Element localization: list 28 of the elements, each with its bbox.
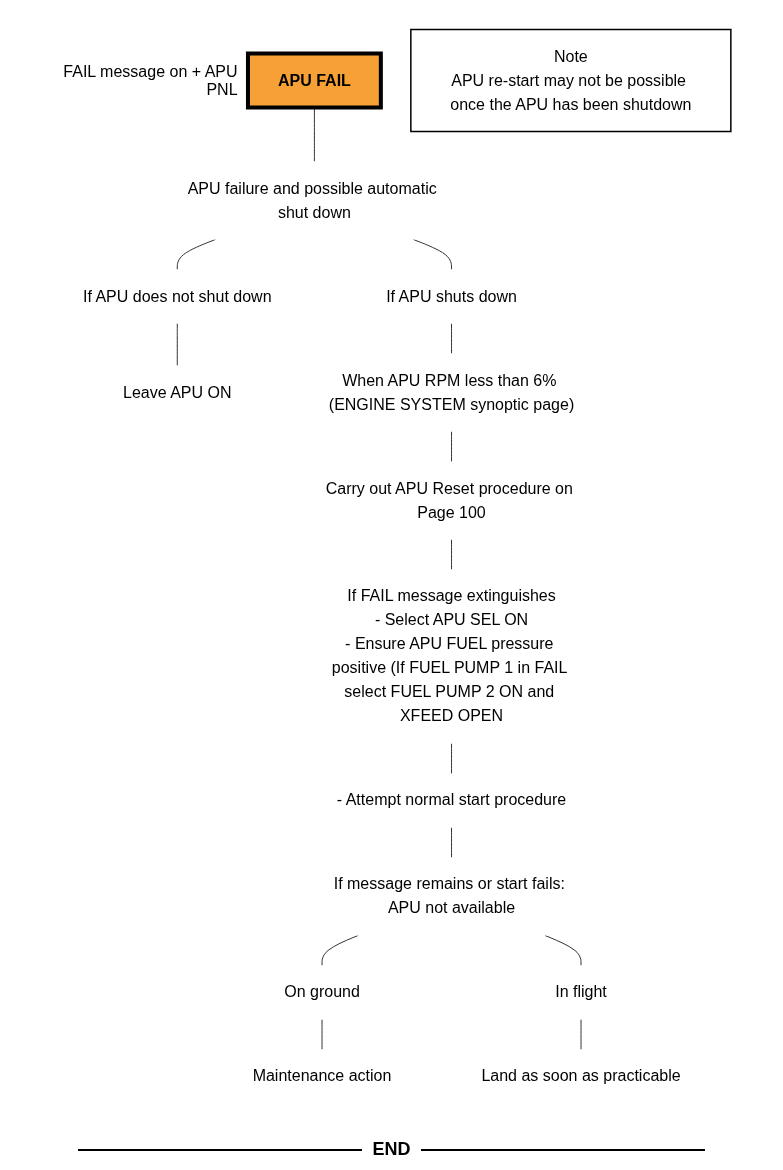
node-box: Note APU re-start may not be possible once the APU has been shutdown xyxy=(409,28,732,133)
connector xyxy=(321,935,359,966)
node-text: Maintenance action xyxy=(252,1067,391,1085)
node-text: If FAIL message extinguishes - Select APU SEL ON - Ensure APU FUEL pressure positive (If FUEL PUMP 1 in FAIL select FUEL PUMP 2 ON and XFEED OPEN xyxy=(331,587,567,725)
node-caption: FAIL message on + APU PNL xyxy=(62,62,238,99)
connector xyxy=(412,239,452,270)
end-label: END xyxy=(371,1139,412,1160)
node-text: Leave APU ON xyxy=(122,383,232,401)
connector xyxy=(450,323,452,354)
connector xyxy=(450,431,452,462)
node-text: Carry out APU Reset procedure on Page 100 xyxy=(325,479,573,521)
node-text: If APU does not shut down xyxy=(82,287,272,305)
node-text: In flight xyxy=(554,983,607,1001)
node-box: APU FAIL xyxy=(245,51,383,110)
node-text: Land as soon as practicable xyxy=(480,1067,681,1085)
connector xyxy=(313,107,315,162)
connector xyxy=(450,743,452,774)
connector xyxy=(450,539,452,570)
connector xyxy=(176,323,178,366)
connector xyxy=(176,239,216,270)
node-text: APU failure and possible automatic shut down xyxy=(187,179,437,221)
node-text: - Attempt normal start procedure xyxy=(336,791,566,809)
node-text: If APU shuts down xyxy=(385,287,517,305)
connector xyxy=(544,935,582,966)
node-text: On ground xyxy=(283,983,360,1001)
connector xyxy=(450,827,452,858)
node-text: When APU RPM less than 6% (ENGINE SYSTEM synoptic page) xyxy=(328,371,574,413)
node-text: If message remains or start fails: APU not available xyxy=(333,875,565,917)
